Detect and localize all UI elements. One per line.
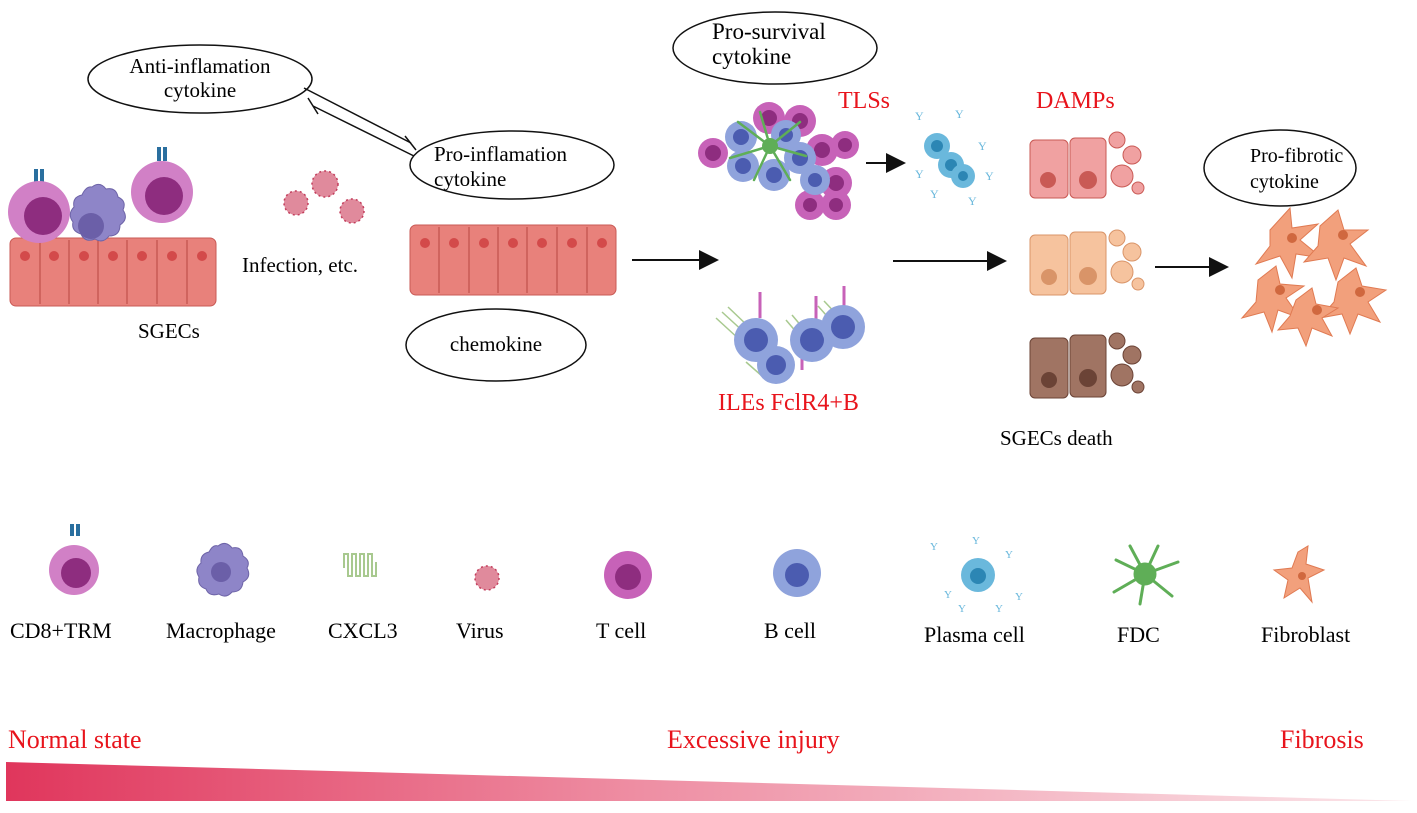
tls-cluster: [698, 102, 859, 220]
svg-text:Y: Y: [968, 194, 977, 208]
svg-text:Y: Y: [958, 603, 966, 615]
fibroblast-cluster: [1240, 206, 1388, 348]
svg-text:Y: Y: [995, 603, 1003, 615]
pro-inflammation-label-2: cytokine: [434, 167, 506, 191]
svg-text:Y: Y: [955, 107, 964, 121]
b-cell-icon: [773, 549, 821, 597]
dying-sgecs-brown: [1029, 332, 1145, 399]
legend-label-virus: Virus: [456, 618, 504, 643]
svg-text:Y: Y: [915, 167, 924, 181]
chemokine-label: chemokine: [450, 332, 542, 356]
svg-text:Y: Y: [915, 109, 924, 123]
pro-fibrotic-cytokine-ellipse: Pro-fibrotic cytokine: [1203, 129, 1357, 207]
svg-text:Y: Y: [930, 541, 938, 553]
macrophage-cell-left: [69, 183, 126, 242]
legend-label-fdc: FDC: [1117, 622, 1160, 647]
infection-label: Infection, etc.: [242, 253, 358, 277]
stage-fibrosis-label: Fibrosis: [1280, 725, 1364, 754]
svg-text:Y: Y: [972, 535, 980, 547]
anti-inflammation-label-2: cytokine: [164, 78, 236, 102]
normal-epithelium: [9, 237, 217, 307]
pro-fibrotic-label-1: Pro-fibrotic: [1250, 145, 1343, 167]
flow-arrows: [632, 153, 1229, 277]
anti-inflammation-label-1: Anti-inflamation: [129, 54, 271, 78]
iles-fcrl4b-label: ILEs FclR4+B: [718, 390, 859, 416]
legend-label-cd8-trm: CD8+TRM: [10, 618, 112, 643]
inhibition-lines: [303, 87, 421, 160]
cd8-trm-cell-right: [131, 147, 193, 223]
dying-sgecs-orange: [1029, 229, 1145, 296]
pro-inflammation-cytokine-ellipse: Pro-inflamation cytokine: [409, 130, 615, 200]
iles-fcrl4b-cells: [715, 286, 865, 384]
progression-gradient-bar: [6, 762, 1412, 801]
sgecs-death-label: SGECs death: [1000, 426, 1113, 450]
t-cell-icon: [604, 551, 652, 599]
cd8-trm-cell-left: [8, 169, 70, 243]
legend-label-cxcl3: CXCL3: [328, 618, 398, 643]
sgecs-label: SGECs: [138, 319, 200, 343]
legend-label-macrophage: Macrophage: [166, 618, 276, 643]
svg-text:Y: Y: [978, 139, 987, 153]
svg-text:Y: Y: [944, 589, 952, 601]
svg-text:Y: Y: [1005, 549, 1013, 561]
fdc-icon: [1112, 544, 1180, 606]
legend-label-b-cell: B cell: [764, 618, 816, 643]
legend-label-fibroblast: Fibroblast: [1261, 622, 1350, 647]
pro-survival-label-1: Pro-survival: [712, 19, 826, 44]
anti-inflammation-cytokine-ellipse: Anti-inflamation cytokine: [87, 44, 313, 114]
virus-group: [283, 170, 365, 224]
macrophage-icon: [196, 542, 250, 597]
svg-text:Y: Y: [985, 169, 994, 183]
dying-sgecs-pink: [1029, 131, 1145, 199]
stage-normal-label: Normal state: [8, 725, 142, 754]
svg-text:Y: Y: [930, 187, 939, 201]
virus-icon: [474, 565, 500, 591]
pro-survival-label-2: cytokine: [712, 44, 791, 69]
cxcl3-icon: [343, 553, 377, 577]
fibroblast-icon: [1272, 545, 1326, 604]
cd8-trm-icon: [49, 524, 99, 595]
legend-label-t-cell: T cell: [596, 618, 646, 643]
damps-label: DAMPs: [1036, 88, 1115, 114]
tlss-label: TLSs: [838, 88, 890, 114]
inflamed-epithelium: [409, 224, 617, 296]
pro-inflammation-label-1: Pro-inflamation: [434, 142, 567, 166]
legend-label-plasma-cell: Plasma cell: [924, 622, 1025, 647]
chemokine-ellipse: chemokine: [405, 308, 587, 382]
pro-survival-cytokine-ellipse: Pro-survival cytokine: [672, 11, 878, 85]
pro-fibrotic-label-2: cytokine: [1250, 171, 1319, 193]
svg-text:Y: Y: [1015, 591, 1023, 603]
stage-injury-label: Excessive injury: [667, 725, 840, 754]
